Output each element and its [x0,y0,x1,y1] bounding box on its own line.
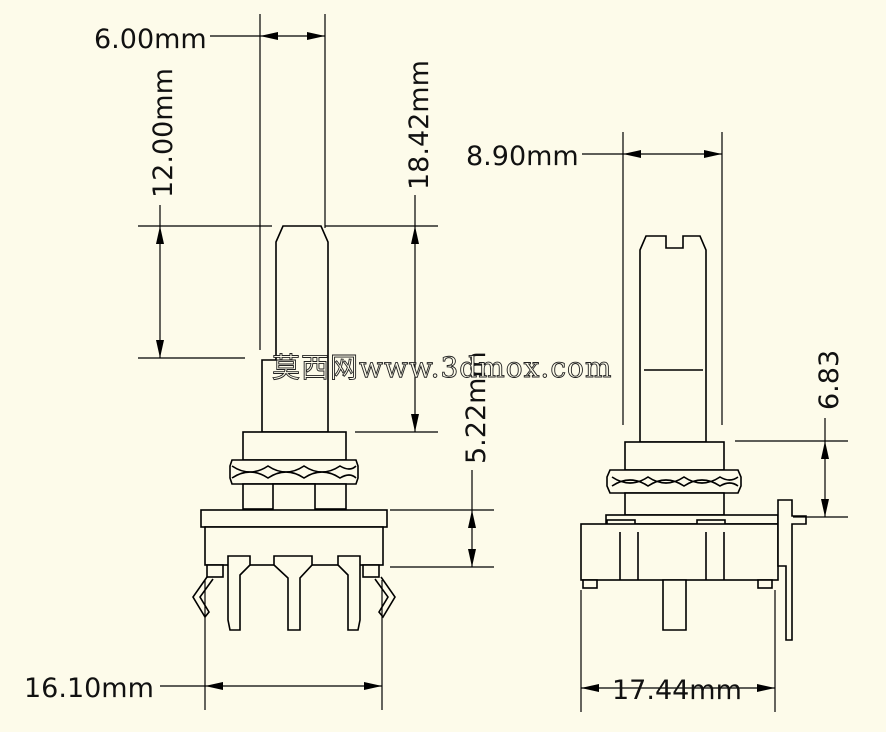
dim-side-height: 6.83 [814,350,845,410]
front-pin-1 [227,555,251,631]
front-tab-right [362,564,380,578]
dim-body-width-side: 17.44mm [612,675,742,706]
front-dimensions: 6.00mm 12.00mm 18.42mm 5.22mm 16.10mm [24,14,494,710]
front-pin-3 [337,555,361,631]
front-tab-left [206,564,224,578]
side-center-pin [662,579,687,631]
side-shaft [639,235,707,443]
dim-shaft-top-length: 12.00mm [148,68,179,198]
side-nut-pattern [611,476,739,487]
front-pin-2 [273,555,313,631]
dim-body-width-front: 16.10mm [24,673,154,704]
side-bushing [624,441,725,471]
side-lower-bushing [624,492,725,516]
front-leg-left [192,576,214,619]
dim-shaft-side-width: 8.90mm [466,141,579,172]
front-shaft [261,225,329,433]
side-bracket [777,499,807,641]
dim-bushing-height: 5.22mm [461,351,492,464]
side-view [580,235,807,641]
front-nut [229,459,359,485]
front-leg-right [374,576,396,619]
front-flange [200,509,388,528]
side-dimensions: 8.90mm 6.83 17.44mm [466,132,848,712]
front-bushing [242,431,347,461]
front-view [192,225,396,631]
front-nut-pattern [231,465,357,479]
dim-shaft-total-length: 18.42mm [404,60,435,190]
side-body [580,523,779,581]
side-foot-left [582,579,598,589]
dim-shaft-width: 6.00mm [94,24,207,55]
watermark-text: 莫西网www.3dmox.com [272,351,612,384]
side-foot-right [757,579,773,589]
